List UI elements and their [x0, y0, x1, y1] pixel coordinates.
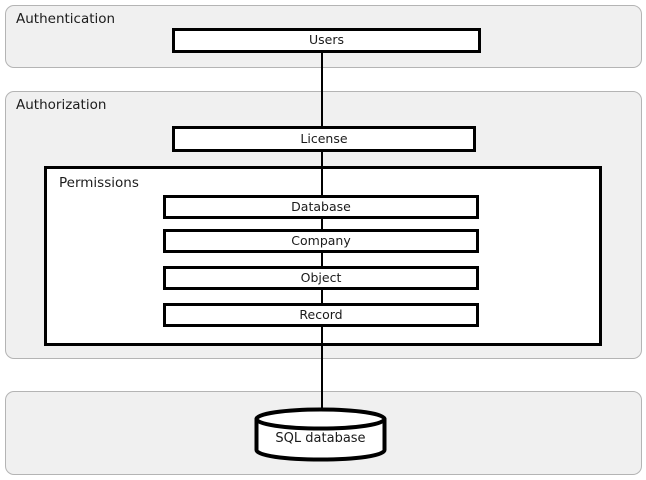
panel-authentication-label: Authentication	[16, 11, 116, 27]
node-sql-database[interactable]: SQL database	[253, 407, 388, 462]
node-database-label: Database	[291, 198, 351, 214]
node-license[interactable]: License	[172, 126, 476, 152]
node-company-label: Company	[291, 232, 351, 248]
node-users-label: Users	[308, 32, 344, 48]
database-cylinder-icon	[254, 407, 387, 462]
node-sql-database-label: SQL database	[275, 430, 366, 446]
group-permissions-label: Permissions	[59, 175, 139, 191]
panel-authorization-label: Authorization	[16, 97, 107, 113]
node-users[interactable]: Users	[172, 28, 481, 53]
node-license-label: License	[300, 130, 348, 146]
node-database[interactable]: Database	[163, 195, 479, 219]
node-company[interactable]: Company	[163, 229, 479, 253]
node-record[interactable]: Record	[163, 303, 479, 327]
connector-line-users-to-sql-database	[321, 40, 323, 412]
node-record-label: Record	[299, 306, 343, 322]
node-object[interactable]: Object	[163, 266, 479, 290]
node-object-label: Object	[300, 269, 342, 285]
panel-authentication: Authentication	[5, 5, 642, 68]
